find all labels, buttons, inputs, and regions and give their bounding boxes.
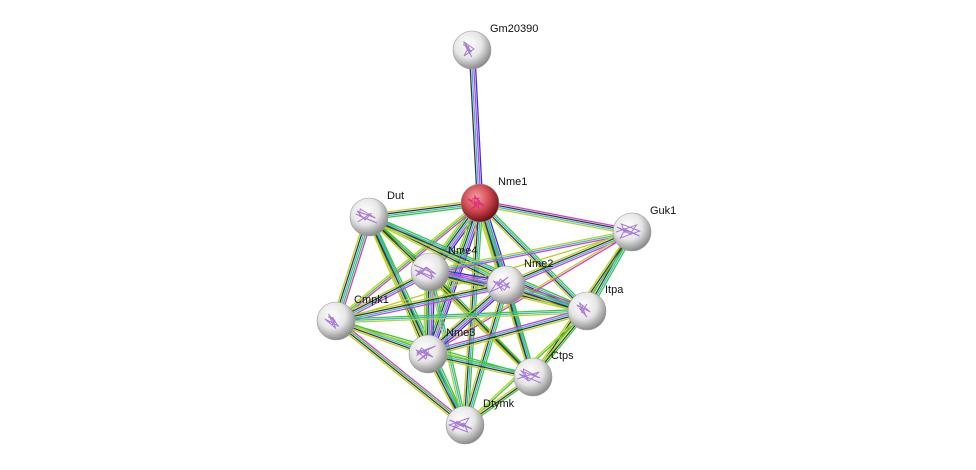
node-label: Cmpk1 — [354, 294, 389, 306]
node-guk1[interactable]: Guk1 — [612, 205, 676, 252]
edge-evidence-yellow — [461, 284, 505, 425]
node-label: Itpa — [605, 284, 624, 296]
edge-evidence-black — [335, 283, 506, 321]
edge-evidence-magenta — [337, 318, 468, 424]
edge-guk1-nme4[interactable] — [429, 229, 633, 275]
edge-evidence-cyan — [465, 285, 508, 426]
node-label: Dut — [387, 190, 404, 202]
edge-nme1-itpa[interactable] — [477, 200, 590, 314]
edge-dut-itpa[interactable] — [367, 213, 589, 315]
edge-nme4-ctps[interactable] — [428, 270, 535, 379]
edge-evidence-green — [369, 213, 589, 310]
node-nme2[interactable]: Nme2 — [486, 258, 553, 305]
edge-evidence-yellow — [479, 205, 632, 236]
edge-evidence-yellow — [367, 218, 587, 315]
protein-structure-icon — [324, 313, 340, 330]
edge-nme1-cmpk1[interactable] — [334, 201, 482, 323]
edge-evidence-green — [336, 319, 466, 425]
edge-evidence-cyan — [369, 215, 588, 311]
edge-guk1-cmpk1[interactable] — [335, 231, 633, 322]
edge-evidence-black — [480, 201, 633, 232]
node-ctps[interactable]: Ctps — [513, 350, 574, 397]
edge-evidence-yellow — [367, 218, 506, 289]
edge-evidence-black — [335, 321, 465, 427]
edge-evidence-magenta — [336, 203, 482, 323]
edge-evidence-yellow — [333, 322, 464, 428]
edge-evidence-yellow — [429, 229, 632, 271]
edge-nme3-itpa[interactable] — [427, 307, 588, 358]
node-label: Nme3 — [446, 327, 475, 339]
protein-structure-icon — [447, 417, 473, 433]
edge-evidence-black — [468, 50, 478, 204]
protein-structure-icon — [467, 194, 485, 211]
edge-evidence-black — [463, 284, 506, 425]
node-label: Nme2 — [524, 258, 553, 270]
node-dtymk[interactable]: Dtymk — [445, 398, 515, 445]
nodes: Gm20390Nme1DutGuk1Nme4Nme2ItpaCmpk1Nme3C… — [316, 23, 676, 445]
node-nme4[interactable]: Nme4 — [410, 245, 477, 292]
edge-evidence-yellow — [428, 272, 533, 379]
node-gm20390[interactable]: Gm20390 — [452, 23, 538, 70]
protein-structure-icon — [516, 368, 542, 384]
edge-evidence-magenta — [480, 199, 633, 230]
edge-evidence-yellow — [334, 201, 480, 321]
edge-evidence-black — [505, 230, 632, 285]
edge-evidence-magenta — [427, 307, 587, 353]
edge-evidence-cyan — [480, 201, 589, 311]
protein-structure-icon — [488, 276, 511, 294]
edge-evidence-yellow — [336, 312, 588, 324]
edge-evidence-yellow — [335, 231, 633, 322]
edge-evidence-yellow — [477, 204, 586, 314]
protein-structure-icon — [355, 208, 378, 224]
edge-evidence-cyan — [479, 203, 632, 234]
edge-cmpk1-dtymk[interactable] — [333, 318, 468, 428]
edge-gm20390-nme1[interactable] — [468, 49, 484, 204]
edge-evidence-black — [428, 311, 588, 356]
protein-structure-icon — [415, 345, 436, 362]
protein-node-circle[interactable] — [486, 265, 526, 305]
edge-evidence-cyan — [336, 285, 507, 323]
edge-cmpk1-itpa[interactable] — [335, 308, 588, 324]
node-label: Ctps — [551, 350, 574, 362]
node-nme3[interactable]: Nme3 — [408, 327, 475, 374]
node-dut[interactable]: Dut — [349, 190, 404, 237]
edge-evidence-green — [335, 202, 481, 322]
protein-structure-icon — [615, 223, 642, 239]
node-label: Dtymk — [483, 398, 515, 410]
edges — [331, 49, 635, 428]
edge-evidence-green — [335, 308, 587, 320]
edge-evidence-cyan — [470, 50, 480, 204]
edge-evidence-cyan — [506, 232, 633, 287]
protein-node-circle[interactable] — [349, 197, 389, 237]
protein-node-circle[interactable] — [567, 291, 607, 331]
protein-structure-icon — [463, 41, 475, 58]
edge-evidence-magenta — [430, 233, 633, 275]
edge-evidence-magenta — [472, 49, 482, 203]
edge-evidence-green — [481, 200, 590, 310]
edge-evidence-blue — [474, 49, 484, 203]
edge-evidence-yellow — [428, 312, 588, 358]
node-label: Nme1 — [498, 176, 527, 188]
node-label: Gm20390 — [490, 23, 538, 35]
edge-evidence-cyan — [335, 310, 588, 322]
node-label: Guk1 — [650, 205, 676, 217]
protein-node-circle[interactable] — [316, 301, 356, 341]
protein-structure-icon — [576, 301, 591, 318]
node-cmpk1[interactable]: Cmpk1 — [316, 294, 389, 341]
node-label: Nme4 — [448, 245, 477, 257]
edge-nme1-guk1[interactable] — [479, 199, 633, 236]
node-nme1[interactable]: Nme1 — [460, 176, 527, 223]
edge-evidence-yellow — [335, 281, 506, 319]
edge-evidence-black — [478, 203, 587, 313]
edge-evidence-cyan — [427, 309, 587, 354]
edge-nme2-dtymk[interactable] — [461, 284, 510, 426]
protein-structure-icon — [413, 264, 437, 280]
edge-evidence-green — [466, 285, 510, 426]
edge-evidence-green — [430, 270, 535, 377]
edge-evidence-cyan — [429, 231, 633, 273]
node-itpa[interactable]: Itpa — [567, 284, 624, 331]
edge-evidence-black — [429, 271, 534, 378]
